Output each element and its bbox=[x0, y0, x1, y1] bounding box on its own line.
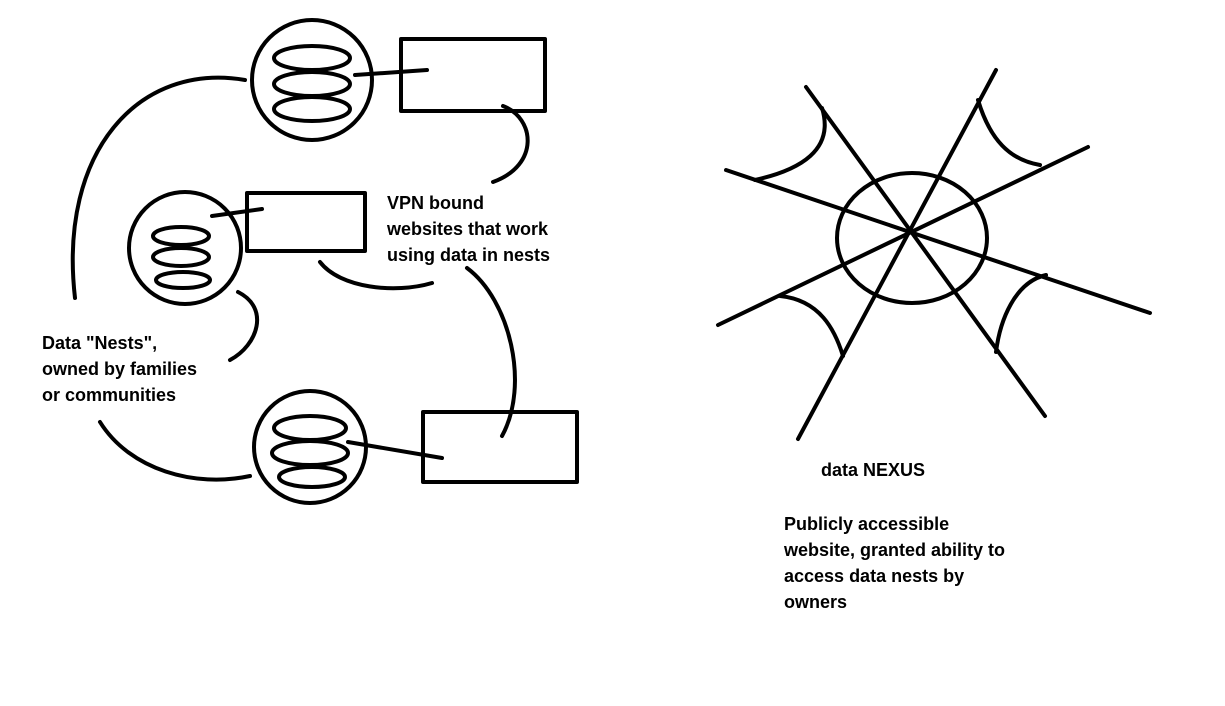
vpn-label-curve-bottom bbox=[465, 266, 517, 438]
nest-circle bbox=[127, 190, 243, 306]
label-line: website, granted ability to bbox=[784, 540, 1006, 560]
web-strand bbox=[753, 106, 827, 182]
nest-coil-ring bbox=[272, 44, 352, 72]
label-line: or communities bbox=[42, 385, 177, 405]
data-nest-bottom bbox=[252, 389, 368, 505]
web-strand bbox=[976, 98, 1042, 167]
label-line: owners bbox=[784, 592, 848, 612]
label-line: VPN bound bbox=[387, 193, 484, 213]
vpn-websites-label: VPN bound websites that work using data … bbox=[387, 190, 550, 268]
nest-label-curve-middle bbox=[228, 290, 259, 362]
link-nest-middle-to-website bbox=[210, 207, 264, 218]
nest-label-curve-bottom bbox=[98, 420, 252, 482]
web-spoke bbox=[796, 68, 998, 441]
nest-coil-ring bbox=[151, 225, 211, 247]
nest-coil-ring bbox=[277, 465, 347, 489]
vpn-website-box-middle bbox=[245, 191, 367, 253]
label-line: using data in nests bbox=[387, 245, 551, 265]
link-nest-top-to-website bbox=[353, 68, 429, 77]
data-nests-label: Data "Nests", owned by families or commu… bbox=[42, 330, 197, 408]
link-nest-bottom-to-website bbox=[346, 440, 444, 460]
nest-label-curve-top bbox=[70, 75, 247, 300]
nest-coil-ring bbox=[272, 70, 352, 98]
label-line: Data "Nests", bbox=[42, 333, 158, 353]
vpn-label-curve-middle bbox=[318, 260, 434, 291]
web-spoke bbox=[804, 85, 1047, 418]
nest-coil-ring bbox=[270, 439, 350, 467]
web-spoke bbox=[724, 168, 1152, 315]
data-nest-middle bbox=[127, 190, 243, 306]
nest-circle bbox=[250, 18, 374, 142]
web-strand bbox=[994, 273, 1048, 354]
label-line: access data nests by bbox=[784, 566, 965, 586]
nexus-hub-circle bbox=[835, 171, 989, 305]
label-line: Publicly accessible bbox=[784, 514, 950, 534]
nest-coil-ring bbox=[154, 270, 212, 290]
vpn-website-box-bottom bbox=[421, 410, 579, 484]
nest-coil-ring bbox=[151, 246, 211, 268]
label-line: data NEXUS bbox=[821, 460, 926, 480]
web-strand bbox=[778, 294, 845, 358]
nest-coil-ring bbox=[272, 95, 352, 123]
public-website-label: Publicly accessible website, granted abi… bbox=[784, 511, 1005, 615]
vpn-website-box-top bbox=[399, 37, 547, 113]
data-nest-top bbox=[250, 18, 374, 142]
label-line: owned by families bbox=[42, 359, 198, 379]
nest-coil-ring bbox=[272, 414, 348, 442]
vpn-label-curve-top bbox=[491, 104, 530, 184]
data-nexus-web bbox=[716, 68, 1152, 441]
data-nexus-label: data NEXUS bbox=[821, 457, 925, 483]
label-line: websites that work bbox=[387, 219, 549, 239]
